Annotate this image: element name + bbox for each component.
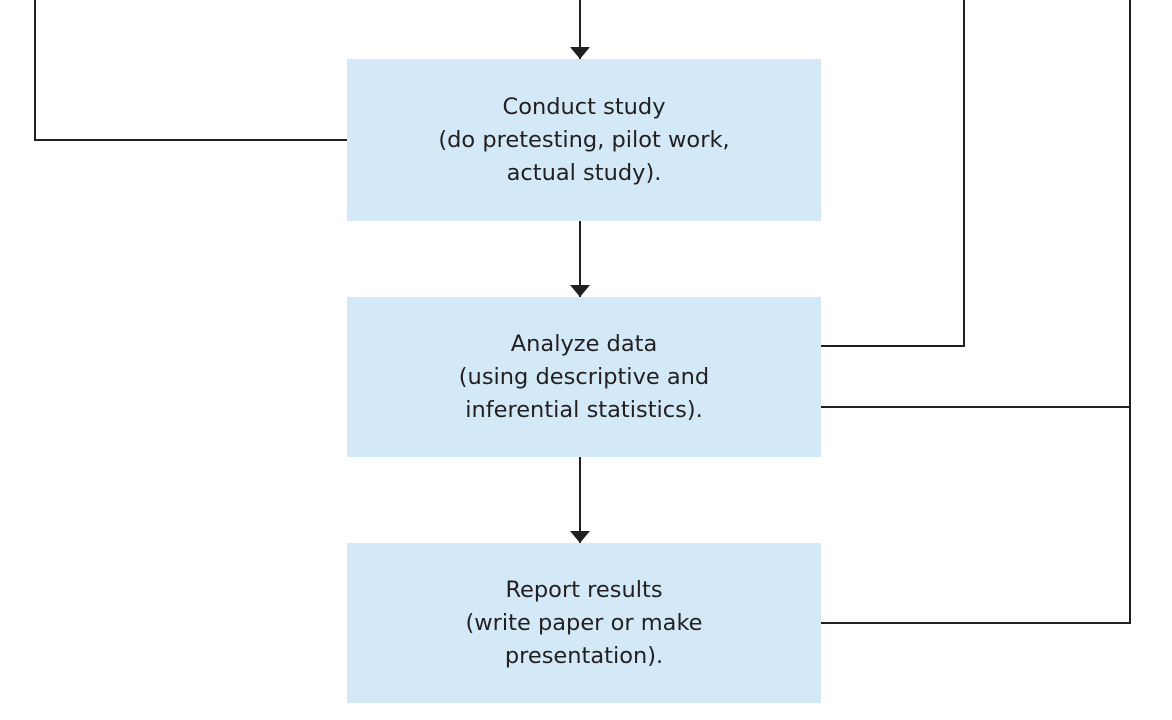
step-description-line: (do pretesting, pilot work, <box>438 126 730 153</box>
step-description-line: (write paper or make <box>465 609 703 636</box>
step-title: Report results <box>505 576 663 603</box>
step-box-conduct-study: Conduct study (do pretesting, pilot work… <box>347 59 821 221</box>
step-title: Analyze data <box>510 330 658 357</box>
step-box-analyze-data: Analyze data (using descriptive and infe… <box>347 297 821 457</box>
feedback-line-right-outer-report <box>821 0 1131 624</box>
feedback-line-left <box>34 0 347 141</box>
step-description-line: actual study). <box>506 159 662 186</box>
step-description-line: presentation). <box>504 642 664 669</box>
step-description-line: (using descriptive and <box>458 363 710 390</box>
step-box-report-results: Report results (write paper or make pres… <box>347 543 821 703</box>
step-description-line: inferential statistics). <box>465 396 703 423</box>
feedback-line-right-inner <box>821 0 965 347</box>
step-title: Conduct study <box>502 93 666 120</box>
